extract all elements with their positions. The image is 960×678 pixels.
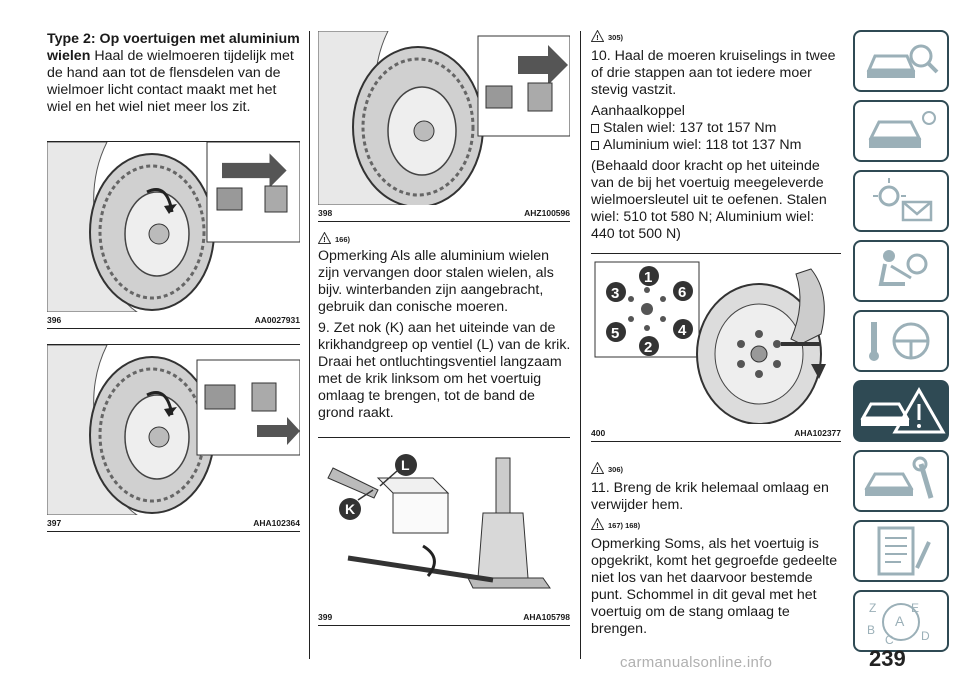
svg-text:!: ! — [596, 467, 598, 474]
type2-heading: Type 2: Op voertuigen met aluminium wiel… — [47, 31, 300, 64]
warning-light-envelope-icon — [873, 178, 933, 222]
svg-text:!: ! — [323, 237, 325, 244]
figure-400-caption: 400 AHA102377 — [591, 426, 841, 440]
sidebar-tab-car-dashboard[interactable] — [853, 100, 949, 162]
figure-number: 397 — [47, 518, 62, 528]
svg-text:A: A — [895, 613, 905, 629]
label-l: L — [401, 457, 410, 473]
figure-code: AHA102364 — [253, 518, 300, 528]
column-divider-1 — [309, 31, 310, 659]
warning-triangle-icon: ! — [591, 518, 604, 530]
sidebar-tab-car-magnifier[interactable] — [853, 30, 949, 92]
note-conical-nuts: Opmerking Als alle aluminium wielen zijn… — [318, 248, 554, 315]
label-k: K — [345, 501, 355, 517]
figure-code: AHA102377 — [794, 428, 841, 438]
figure-399: L K 399 AHA105798 — [318, 437, 570, 626]
nut-label-2: 2 — [639, 336, 659, 356]
checkbox-bullet-icon — [591, 124, 599, 133]
column-divider-2 — [580, 31, 581, 659]
torque-alu-item: Aluminium wiel: 118 tot 137 Nm — [591, 137, 841, 154]
specifications-list-icon — [877, 526, 931, 576]
checkbox-bullet-icon — [591, 141, 599, 150]
middle-column-text: ! 166) Opmerking Als alle aluminium wiel… — [318, 232, 572, 422]
figure-396-caption: 396 AA0027931 — [47, 313, 300, 327]
right-column-text: ! 305) 10. Haal de moeren kruiselings in… — [591, 30, 841, 243]
sidebar-tab-steering-key[interactable] — [853, 310, 949, 372]
sidebar-tab-breakdown[interactable] — [853, 380, 949, 442]
svg-text:!: ! — [596, 523, 598, 530]
figure-399-illustration: L K — [318, 438, 570, 609]
alphabet-index-icon: Z EA B D C — [867, 601, 930, 647]
svg-text:B: B — [867, 623, 875, 637]
nut-label-1: 1 — [639, 266, 659, 286]
figure-number: 398 — [318, 208, 333, 218]
type2-paragraph: Type 2: Op voertuigen met aluminium wiel… — [47, 31, 302, 116]
figure-398: 398 AHZ100596 — [318, 31, 570, 222]
svg-text:!: ! — [596, 35, 598, 42]
svg-text:4: 4 — [678, 322, 687, 339]
nut-label-6: 6 — [673, 281, 693, 301]
nut-dots — [628, 287, 666, 331]
watermark: carmanualsonline.info — [620, 654, 773, 671]
torque-steel-item: Stalen wiel: 137 tot 157 Nm — [591, 120, 841, 137]
nut-label-3: 3 — [606, 282, 626, 302]
svg-text:6: 6 — [678, 284, 686, 301]
warning-triangle-icon: ! — [318, 232, 331, 244]
figure-396-illustration — [47, 142, 300, 312]
figure-397-caption: 397 AHA102364 — [47, 516, 300, 530]
figure-number: 396 — [47, 315, 62, 325]
figure-397-illustration — [47, 345, 300, 515]
figure-399-caption: 399 AHA105798 — [318, 610, 570, 624]
note-grooved-part: Opmerking Soms, als het voertuig is opge… — [591, 536, 838, 637]
nut-label-5: 5 — [606, 322, 626, 342]
svg-text:C: C — [885, 633, 894, 647]
step-11: 11. Breng de krik helemaal omlaag en ver… — [591, 480, 829, 513]
seat-airbag-icon — [878, 250, 928, 286]
nut-label-4: 4 — [673, 319, 693, 339]
svg-text:3: 3 — [611, 285, 619, 302]
svg-text:D: D — [921, 629, 930, 643]
figure-398-caption: 398 AHZ100596 — [318, 206, 570, 220]
right-column-text-lower: ! 306) 11. Breng de krik helemaal omlaag… — [591, 462, 843, 638]
figure-number: 399 — [318, 612, 333, 622]
page-number: 239 — [869, 646, 906, 671]
warning-triangle-icon: ! — [591, 30, 604, 42]
car-dashboard-icon — [868, 111, 936, 148]
warning-triangle-icon: ! — [591, 462, 604, 474]
figure-398-illustration — [318, 31, 570, 205]
svg-text:Z: Z — [869, 601, 876, 615]
warning-ref-167-168: ! 167) 168) — [591, 518, 843, 530]
sidebar-tab-seat-airbag[interactable] — [853, 240, 949, 302]
force-note: (Behaald door kracht op het uiteinde van… — [591, 158, 827, 242]
warning-ref-166: ! 166) — [318, 232, 572, 244]
figure-397: 397 AHA102364 — [47, 344, 300, 532]
sidebar-tab-car-wrench[interactable] — [853, 450, 949, 512]
car-breakdown-warning-icon — [860, 386, 946, 434]
left-column: Type 2: Op voertuigen met aluminium wiel… — [47, 31, 302, 116]
figure-400: 1 2 3 4 5 6 400 AHA102377 — [591, 253, 841, 442]
step-9: 9. Zet nok (K) aan het uiteinde van de k… — [318, 320, 571, 421]
figure-number: 400 — [591, 428, 606, 438]
warning-ref-305: ! 305) — [591, 30, 841, 42]
type2-text: Haal de wielmoeren tijdelijk met de hand… — [47, 48, 294, 115]
sidebar-tab-warning-lights[interactable] — [853, 170, 949, 232]
figure-400-illustration: 1 2 3 4 5 6 — [591, 254, 841, 425]
sidebar-tab-specifications[interactable] — [853, 520, 949, 582]
svg-text:5: 5 — [611, 325, 619, 342]
svg-text:2: 2 — [644, 339, 652, 356]
svg-text:E: E — [911, 601, 919, 615]
figure-396: 396 AA0027931 — [47, 141, 300, 329]
step-10: 10. Haal de moeren kruiselings in twee o… — [591, 48, 836, 98]
car-wrench-icon — [864, 456, 934, 499]
figure-code: AHZ100596 — [524, 208, 570, 218]
figure-code: AA0027931 — [254, 315, 300, 325]
warning-ref-306: ! 306) — [591, 462, 843, 474]
figure-code: AHA105798 — [523, 612, 570, 622]
svg-text:1: 1 — [644, 269, 652, 286]
steering-wheel-key-icon — [869, 322, 930, 361]
car-magnifier-icon — [866, 44, 939, 78]
torque-title: Aanhaalkoppel — [591, 103, 685, 119]
